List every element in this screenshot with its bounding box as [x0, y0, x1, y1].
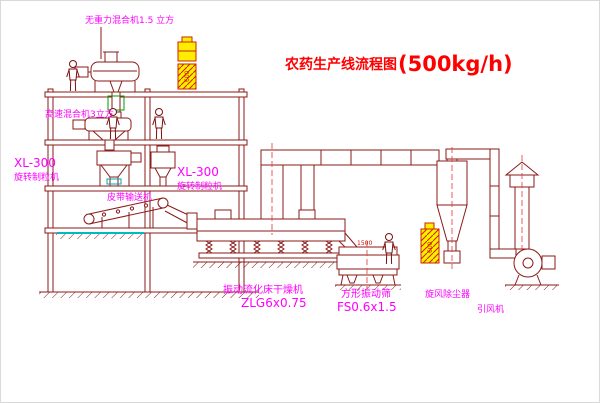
elevator-dim-label: 600 — [184, 70, 191, 82]
label-cyclone-name: 旋风除尘器 — [425, 288, 470, 300]
sieve-dim-label: 1500 — [357, 240, 372, 247]
bucket-elevator: 600 — [177, 36, 197, 90]
label-fan-name: 引风机 — [477, 303, 504, 315]
high-speed-mixer — [72, 111, 132, 151]
label-high-speed-mixer: 高速混合机3立方 — [45, 108, 114, 120]
building-structure — [39, 88, 259, 298]
label-sieve-model: FS0.6x1.5 — [337, 300, 397, 314]
square-vibrating-sieve: 1500 — [335, 232, 401, 290]
label-dryer-model: ZLG6x0.75 — [241, 296, 307, 310]
granulator-left — [96, 150, 142, 187]
granulator-right — [150, 145, 176, 187]
diagram-labels: 农药生产线流程图 (500kg/h) 无重力混合机1.5 立方 高速混合机3立方… — [14, 14, 513, 315]
belt-conveyor-equipment — [83, 197, 198, 228]
diagram-title: 农药生产线流程图 — [284, 56, 397, 73]
label-granulator-mid-name: 旋转制粒机 — [177, 180, 222, 192]
exhaust-stack — [504, 155, 540, 253]
label-granulator-mid-model: XL-300 — [177, 165, 219, 179]
label-dryer-name: 振动流化床干燥机 — [223, 283, 303, 296]
gravity-mixer — [74, 27, 140, 115]
diagram-title-capacity: (500kg/h) — [398, 52, 513, 76]
fluid-bed-dryer — [186, 209, 353, 268]
dust-collector-unit: 600 — [420, 222, 440, 264]
exhaust-ducting — [260, 143, 440, 235]
person-figure — [152, 108, 166, 140]
label-granulator-left-name: 旋转制粒机 — [14, 171, 59, 183]
label-sieve-name: 方形振动筛 — [341, 287, 391, 300]
label-gravity-mixer: 无重力混合机1.5 立方 — [85, 14, 174, 26]
collector-dim-label: 600 — [427, 241, 434, 253]
cyclone-separator — [436, 147, 468, 269]
induced-draft-fan — [505, 248, 559, 290]
label-granulator-left-model: XL-300 — [14, 156, 56, 170]
label-belt-conveyor: 皮带输送机 — [107, 191, 152, 203]
